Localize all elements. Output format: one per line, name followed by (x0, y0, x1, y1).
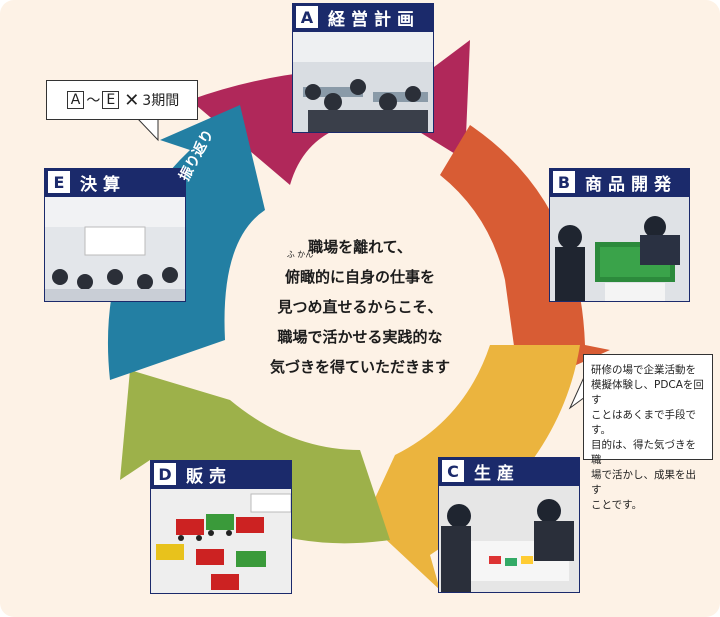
note-line-6: ことです。 (591, 499, 643, 511)
center-line-4: 職場で活かせる実践的な (277, 328, 443, 346)
stage-b-name: 商品開発 (585, 174, 677, 195)
stage-a-header: A 経営計画 (292, 3, 434, 31)
stage-d-letter: D (154, 463, 176, 485)
stage-d-header: D 販売 (150, 460, 292, 488)
production-photo (439, 486, 579, 592)
note-line-5: 場で活かし、成果を出す (591, 469, 696, 496)
arrow-segment-e (107, 105, 265, 380)
stage-a: A 経営計画 (292, 3, 434, 133)
arrow-segment-d (120, 370, 390, 544)
note-line-3: ことはあくまで手段です。 (591, 409, 696, 436)
arrow-segment-b (440, 125, 610, 390)
stage-b: B 商品開発 (549, 168, 690, 302)
note-line-4: 目的は、得た気づきを職 (591, 439, 696, 466)
ruby-word: 俯瞰 (284, 268, 315, 286)
callout-tail-a (136, 118, 159, 142)
center-line-2: 俯瞰 ふ かん的に自身の仕事を (250, 250, 470, 292)
stage-e-header: E 決算 (44, 168, 186, 196)
stage-e-photo (44, 196, 186, 302)
note-callout: 研修の場で企業活動を 模擬体験し、PDCAを回す ことはあくまで手段です。 目的… (583, 354, 713, 511)
stage-e-name: 決算 (80, 174, 126, 195)
toy-trucks-photo (151, 489, 291, 593)
ruby-fukan: 俯瞰ふ かん (284, 250, 315, 292)
stage-c-letter: C (442, 460, 464, 482)
callout-tilde: 〜 (86, 93, 101, 109)
stage-e: E 決算 (44, 168, 186, 302)
note-line-2: 模擬体験し、PDCAを回す (591, 379, 704, 406)
center-line-2-rest: 的に自身の仕事を (315, 268, 436, 286)
ruby-reading: ふ かん (286, 250, 314, 259)
stage-d-name: 販売 (186, 466, 232, 487)
stage-d-photo (150, 488, 292, 594)
period-callout: A 〜 E ✕ 3期間 (46, 80, 198, 120)
classroom-photo (45, 197, 185, 301)
stage-a-name: 経営計画 (328, 9, 420, 30)
stage-b-header: B 商品開発 (549, 168, 690, 196)
center-line-5: 気づきを得ていただきます (269, 358, 450, 376)
stage-e-letter: E (48, 171, 70, 193)
stage-c-name: 生産 (474, 463, 520, 484)
callout-periods: 3期間 (142, 93, 180, 109)
stage-c-photo (438, 485, 580, 593)
callout-letter-a: A (66, 91, 85, 109)
note-line-1: 研修の場で企業活動を (591, 364, 696, 376)
center-line-3: 見つめ直せるからこそ、 (277, 298, 443, 316)
stage-b-letter: B (553, 171, 575, 193)
center-line-1: 職場を離れて、 (308, 238, 412, 256)
stage-a-photo (292, 31, 434, 133)
callout-letter-e: E (102, 91, 120, 109)
stage-c-header: C 生産 (438, 457, 580, 485)
meeting-room-photo (293, 32, 433, 132)
callout-times: ✕ (124, 89, 140, 111)
stage-a-letter: A (296, 6, 318, 28)
board-game-photo (550, 197, 689, 301)
stage-c: C 生産 (438, 457, 580, 593)
center-message: 職場を離れて、 俯瞰 ふ かん的に自身の仕事を 見つめ直せるからこそ、 職場で活か… (250, 232, 470, 382)
stage-b-photo (549, 196, 690, 302)
stage-d: D 販売 (150, 460, 292, 594)
